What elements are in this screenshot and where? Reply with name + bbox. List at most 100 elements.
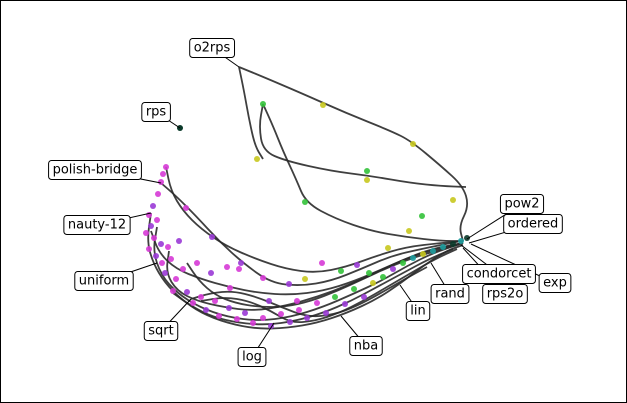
data-point-13 (153, 253, 159, 259)
data-point-51 (458, 238, 464, 244)
data-point-23 (203, 307, 209, 313)
label-box (349, 336, 383, 356)
data-point-28 (242, 310, 248, 316)
data-point-29 (250, 320, 256, 326)
data-point-52 (464, 235, 470, 241)
data-point-36 (314, 300, 320, 306)
data-point-50 (450, 241, 456, 247)
data-point-18 (180, 266, 186, 272)
data-point-40 (351, 286, 357, 292)
data-point-43 (380, 274, 386, 280)
data-point-7 (148, 223, 154, 229)
data-point-63 (366, 270, 372, 276)
data-point-5 (146, 212, 152, 218)
trajectory-line-12 (190, 266, 428, 318)
label-text: log (242, 350, 262, 365)
data-point-76 (209, 234, 215, 240)
data-point-73 (419, 213, 425, 219)
data-point-8 (143, 230, 149, 236)
data-point-19 (170, 288, 176, 294)
label-condorcet: condorcet (460, 244, 536, 284)
data-point-34 (296, 307, 302, 313)
trajectory-line-5 (165, 166, 464, 273)
label-box (430, 284, 470, 304)
trace-layer (147, 66, 469, 330)
data-point-16 (162, 270, 168, 276)
label-box (499, 194, 545, 214)
trajectory-line-2 (262, 103, 463, 242)
data-point-75 (183, 205, 189, 211)
data-point-65 (406, 228, 412, 234)
data-point-58 (286, 281, 292, 287)
label-box (482, 284, 528, 304)
data-point-70 (364, 168, 370, 174)
data-point-1 (160, 171, 166, 177)
data-point-56 (238, 260, 244, 266)
label-sqrt: sqrt (143, 298, 192, 341)
data-point-17 (173, 276, 179, 282)
data-point-2 (158, 179, 164, 185)
data-point-79 (294, 298, 300, 304)
data-point-60 (319, 260, 325, 266)
label-layer: o2rps rps polish-bridge nauty-12 uniform sqrt… (48, 38, 572, 367)
data-point-38 (332, 294, 338, 300)
data-point-67 (260, 101, 266, 107)
data-point-57 (260, 275, 266, 281)
data-point-64 (385, 245, 391, 251)
label-ordered: ordered (468, 214, 563, 244)
label-rand: rand (430, 262, 470, 304)
trajectory-line-1 (238, 66, 264, 160)
data-point-68 (254, 156, 260, 162)
label-box (48, 160, 142, 180)
label-box (143, 321, 179, 341)
data-point-20 (184, 289, 190, 295)
data-point-30 (260, 315, 266, 321)
data-point-21 (190, 300, 196, 306)
data-point-4 (150, 203, 156, 209)
label-box (538, 273, 572, 293)
label-text: ordered (508, 217, 559, 232)
label-lin: lin (399, 284, 431, 321)
data-point-74 (450, 197, 456, 203)
label-text: condorcet (467, 267, 532, 282)
data-point-53 (194, 260, 200, 266)
data-point-62 (354, 262, 360, 268)
label-text: rps2o (487, 287, 524, 302)
label-exp: exp (470, 243, 572, 293)
data-point-48 (430, 248, 436, 254)
data-point-49 (440, 244, 446, 250)
data-point-47 (420, 251, 426, 257)
trajectory-line-11 (172, 248, 454, 326)
label-log: log (237, 322, 275, 367)
label-box (63, 215, 131, 235)
label-text: nba (354, 339, 378, 354)
data-point-14 (159, 260, 165, 266)
label-text: lin (410, 304, 425, 319)
label-text: sqrt (148, 324, 173, 339)
label-text: o2rps (194, 41, 231, 56)
data-point-72 (410, 141, 416, 147)
data-point-42 (370, 280, 376, 286)
label-text: pow2 (504, 197, 539, 212)
data-point-24 (212, 298, 218, 304)
label-text: uniform (79, 274, 129, 289)
data-point-69 (302, 199, 308, 205)
label-nba: nba (340, 315, 383, 356)
data-point-39 (342, 301, 348, 307)
data-point-81 (176, 238, 182, 244)
label-nauty-12: nauty-12 (63, 212, 152, 235)
label-text: polish-bridge (53, 163, 138, 178)
trajectory-line-13 (200, 248, 458, 324)
trajectory-line-0 (238, 66, 469, 242)
data-point-12 (165, 244, 171, 250)
data-point-27 (234, 316, 240, 322)
data-point-0 (163, 164, 169, 170)
data-point-26 (226, 305, 232, 311)
data-point-61 (338, 268, 344, 274)
trajectory-line-3 (259, 103, 467, 188)
label-text: rand (435, 287, 465, 302)
label-box (503, 214, 563, 234)
label-rps: rps (141, 102, 181, 129)
data-point-55 (224, 264, 230, 270)
